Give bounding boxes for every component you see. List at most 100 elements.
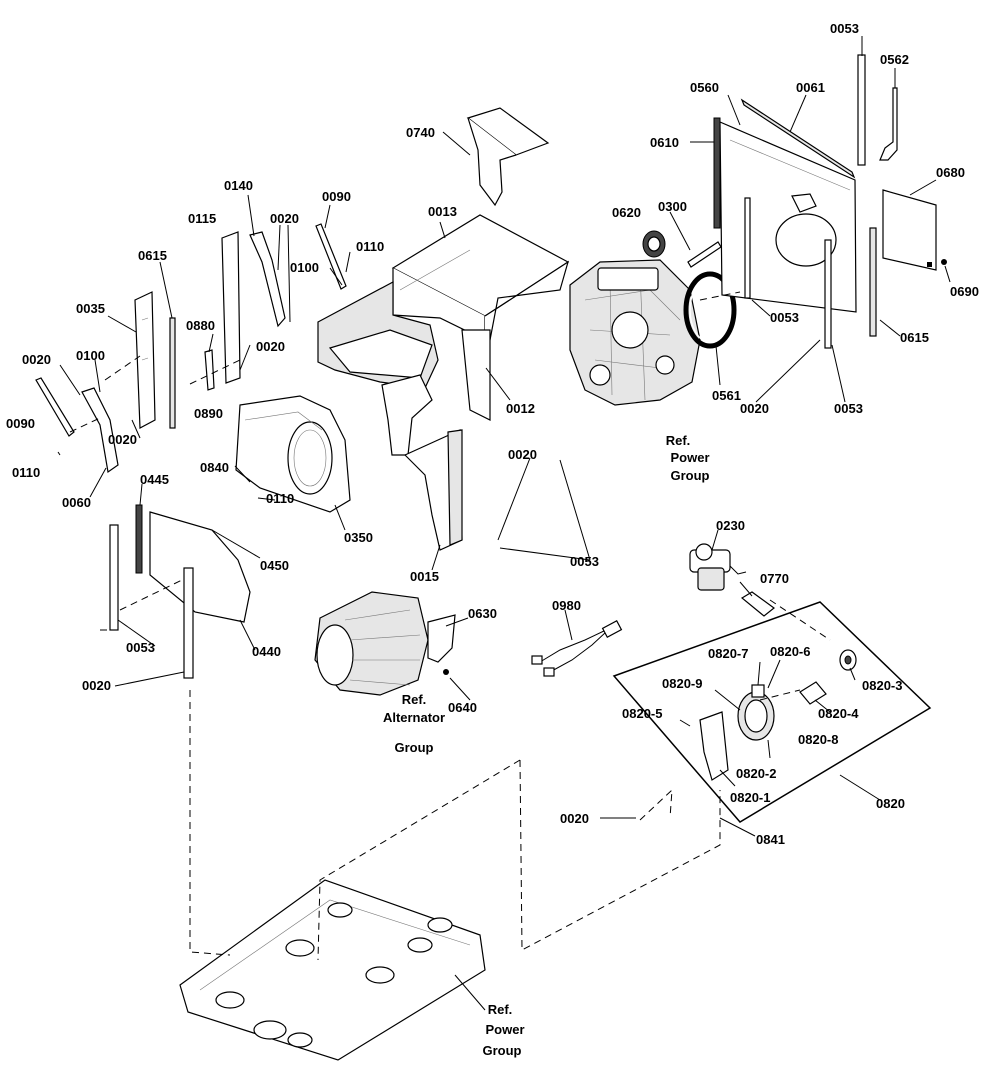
label-0060: 0060 [62, 495, 91, 510]
label-0880: 0880 [186, 318, 215, 333]
label-0680: 0680 [936, 165, 965, 180]
part-0440-panel [149, 511, 251, 623]
assembly-lines [69, 291, 831, 961]
label-0740: 0740 [406, 125, 435, 140]
label-0820-9: 0820-9 [662, 676, 702, 691]
part-0140-hinge [249, 231, 286, 328]
part-0230-valve [689, 543, 747, 591]
label-0053-top: 0053 [830, 21, 859, 36]
part-0560-panel [719, 121, 857, 313]
label-0035: 0035 [76, 301, 105, 316]
label-0020-h: 0020 [560, 811, 589, 826]
label-0615-left: 0615 [138, 248, 167, 263]
ref-power-group-bottom-line2: Power [485, 1022, 524, 1037]
part-0820-kit-box [612, 601, 932, 823]
ref-power-group-bottom-line3: Group [483, 1043, 522, 1058]
label-0820-7: 0820-7 [708, 646, 748, 661]
base-power-group [179, 879, 486, 1061]
label-0820-2: 0820-2 [736, 766, 776, 781]
part-0300-rod [687, 241, 722, 268]
ref-power-group-top-line1: Ref. [666, 433, 691, 448]
label-0820-4: 0820-4 [818, 706, 859, 721]
part-0445-seal [135, 504, 143, 574]
label-0053-mid: 0053 [770, 310, 799, 325]
ref-power-group-bottom-line1: Ref. [488, 1002, 513, 1017]
label-0230: 0230 [716, 518, 745, 533]
part-0770-fitting [740, 591, 775, 617]
label-0610: 0610 [650, 135, 679, 150]
label-0820: 0820 [876, 796, 905, 811]
part-0090-rod [35, 223, 347, 437]
part-0820-3-fitting [839, 649, 857, 671]
label-0020-f: 0020 [508, 447, 537, 462]
label-0820-8: 0820-8 [798, 732, 838, 747]
label-0620: 0620 [612, 205, 641, 220]
part-0740-bracket [466, 107, 550, 207]
label-0090-left: 0090 [6, 416, 35, 431]
part-0053-left-rails [109, 524, 194, 679]
part-0015-bracket [381, 374, 463, 551]
part-0820-1-bracket [699, 711, 729, 781]
label-0562: 0562 [880, 52, 909, 67]
part-0562-bracket [879, 87, 898, 161]
ref-alternator-line3: Group [395, 740, 434, 755]
label-0012: 0012 [506, 401, 535, 416]
label-0630: 0630 [468, 606, 497, 621]
part-0350-shroud [235, 395, 351, 513]
label-0841: 0841 [756, 832, 785, 847]
part-0690-screw [941, 259, 947, 265]
label-0820-6: 0820-6 [770, 644, 810, 659]
label-0100-a: 0100 [290, 260, 319, 275]
label-0640: 0640 [448, 700, 477, 715]
label-0450: 0450 [260, 558, 289, 573]
part-0880-clip [204, 349, 215, 391]
leader-lines [57, 36, 951, 1011]
part-0060-hinge [81, 387, 119, 474]
part-0820-4-fitting [799, 681, 827, 705]
label-0890: 0890 [194, 406, 223, 421]
label-0100-b: 0100 [76, 348, 105, 363]
label-0020-d: 0020 [740, 401, 769, 416]
label-0690: 0690 [950, 284, 979, 299]
label-0115: 0115 [188, 211, 216, 226]
label-0140: 0140 [224, 178, 253, 193]
label-0015: 0015 [410, 569, 439, 584]
label-0350: 0350 [344, 530, 373, 545]
label-0840: 0840 [200, 460, 229, 475]
label-0440: 0440 [252, 644, 281, 659]
label-0980: 0980 [552, 598, 581, 613]
label-0770: 0770 [760, 571, 789, 586]
label-0053-r: 0053 [834, 401, 863, 416]
part-0561-ring [683, 271, 737, 349]
label-0445: 0445 [140, 472, 169, 487]
label-0560: 0560 [690, 80, 719, 95]
part-0820-regulator [737, 684, 775, 741]
label-0090-top: 0090 [322, 189, 351, 204]
label-0820-1: 0820-1 [730, 790, 770, 805]
label-0300: 0300 [658, 199, 687, 214]
part-0610-seal [713, 117, 721, 229]
label-0053-l: 0053 [126, 640, 155, 655]
ref-power-group-top-line2: Power [670, 450, 709, 465]
label-0020-a: 0020 [270, 211, 299, 226]
part-0013-housing [317, 214, 570, 421]
label-0110-a: 0110 [356, 239, 384, 254]
ref-alternator-line1: Ref. [402, 692, 427, 707]
part-0615-left-seal [169, 317, 176, 429]
part-0630-bracket [427, 614, 456, 663]
label-0020-e: 0020 [108, 432, 137, 447]
part-labels: 0053 0562 0560 0061 0610 0740 0680 0620 … [6, 21, 979, 847]
part-0115-bracket [221, 231, 241, 384]
label-0820-3: 0820-3 [862, 678, 902, 693]
label-0615-right: 0615 [900, 330, 929, 345]
label-0013: 0013 [428, 204, 457, 219]
part-0680-plate [882, 189, 937, 271]
part-0620-grommet [642, 230, 666, 258]
label-0053-c: 0053 [570, 554, 599, 569]
ref-power-group-top-line3: Group [671, 468, 710, 483]
part-0640-screw [443, 669, 449, 675]
ref-alternator-line2: Alternator [383, 710, 445, 725]
label-0820-5: 0820-5 [622, 706, 662, 721]
reference-labels: Ref. Power Group Ref. Alternator Group R… [383, 433, 710, 1058]
